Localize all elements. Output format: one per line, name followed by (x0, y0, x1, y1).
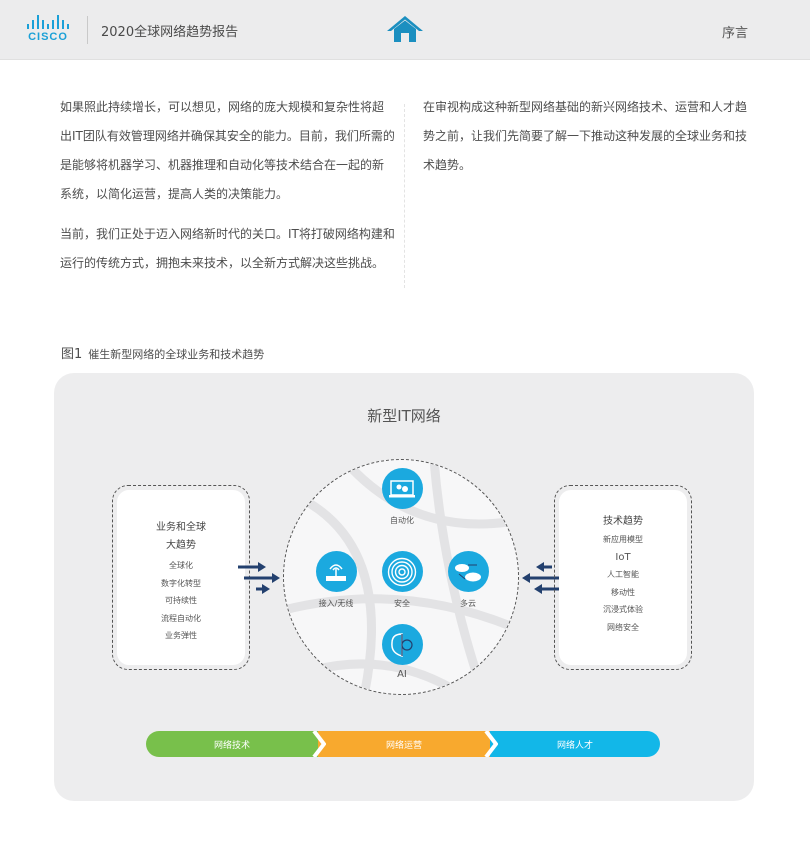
multicloud-icon (447, 551, 489, 592)
node-ai: AI (367, 624, 437, 680)
laptop-gears-icon (381, 468, 423, 509)
paragraph: 当前，我们正处于迈入网络新时代的关口。IT将打破网络构建和运行的传统方式，拥抱未… (60, 227, 395, 270)
home-icon[interactable] (385, 14, 425, 44)
arrows-right-icon (238, 562, 280, 594)
chevron-right-icon (312, 731, 326, 757)
logo-text: CISCO (28, 31, 68, 43)
node-automation: 自动化 (367, 468, 437, 526)
trend-item: 全球化 (169, 561, 193, 570)
trend-item: 人工智能 (607, 570, 639, 579)
box-heading: 技术趋势 (603, 516, 643, 527)
trend-item: 流程自动化 (161, 613, 201, 623)
figure-caption-text: 催生新型网络的全球业务和技术趋势 (88, 348, 265, 361)
trend-item: 可持续性 (165, 596, 197, 605)
paragraph: 如果照此持续增长，可以想见，网络的庞大规模和复杂性将超出IT团队有效管理网络并确… (60, 100, 395, 201)
node-label: 多云 (460, 599, 476, 608)
box-heading: 业务和全球 (156, 522, 206, 533)
node-multicloud: 多云 (433, 551, 503, 609)
trend-item: IoT (615, 551, 631, 563)
trend-item: 新应用模型 (603, 535, 643, 544)
node-access-wireless: 接入/无线 (301, 551, 371, 609)
node-security: 安全 (367, 551, 437, 609)
node-label: AI (397, 669, 407, 680)
column-divider (404, 104, 405, 288)
node-label: 安全 (394, 599, 410, 608)
trend-item: 沉浸式体验 (603, 605, 643, 614)
trend-item: 移动性 (611, 587, 635, 597)
trend-item: 业务弹性 (165, 631, 197, 640)
cisco-logo[interactable]: CISCO (22, 15, 74, 45)
node-label: 自动化 (390, 516, 414, 525)
paragraph: 在审视构成这种新型网络基础的新兴网络技术、运营和人才趋势之前，让我们先简要了解一… (423, 100, 748, 172)
fingerprint-icon (381, 551, 423, 592)
trend-item: 网络安全 (607, 622, 639, 632)
page-header: CISCO 2020全球网络趋势报告 序言 (0, 0, 810, 60)
segment-network-operations: 网络运营 (318, 731, 490, 757)
segment-network-technology: 网络技术 (146, 731, 318, 757)
network-circle: 自动化 接入/无线 安全 多云 AI (283, 459, 519, 695)
cisco-bars-icon (22, 15, 74, 29)
box-heading: 大趋势 (166, 540, 196, 551)
right-column: 在审视构成这种新型网络基础的新兴网络技术、运营和人才趋势之前，让我们先简要了解一… (423, 93, 758, 191)
section-label[interactable]: 序言 (722, 26, 749, 41)
brain-icon (381, 624, 423, 665)
trend-progress-bar: 网络技术 网络运营 网络人才 (146, 731, 660, 757)
left-column: 如果照此持续增长，可以想见，网络的庞大规模和复杂性将超出IT团队有效管理网络并确… (60, 93, 395, 289)
wireless-router-icon (315, 551, 357, 592)
segment-network-talent: 网络人才 (490, 731, 660, 757)
business-trends-box: 业务和全球 大趋势 全球化 数字化转型 可持续性 流程自动化 业务弹性 (112, 485, 250, 670)
chevron-right-icon (484, 731, 498, 757)
document-title: 2020全球网络趋势报告 (101, 25, 239, 40)
header-divider (87, 16, 88, 44)
figure-number: 图1 (61, 347, 83, 362)
figure-caption: 图1 催生新型网络的全球业务和技术趋势 (61, 343, 264, 362)
trend-item: 数字化转型 (161, 578, 201, 588)
figure-title: 新型IT网络 (367, 407, 441, 425)
figure-panel: 新型IT网络 业务和全球 大趋势 全球化 数字化转型 可持续性 流程自动化 业务… (54, 373, 754, 801)
tech-trends-box: 技术趋势 新应用模型 IoT 人工智能 移动性 沉浸式体验 网络安全 (554, 485, 692, 670)
node-label: 接入/无线 (318, 599, 354, 608)
